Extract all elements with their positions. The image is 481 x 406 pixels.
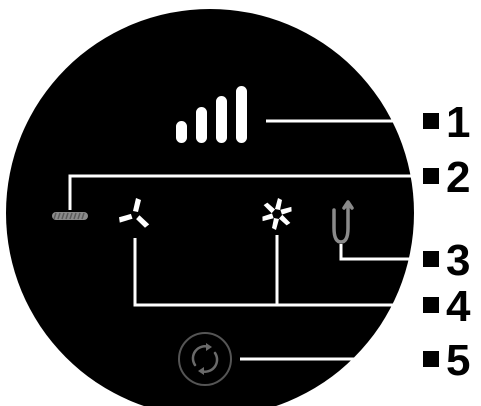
callout-number-1: 1 bbox=[446, 98, 470, 147]
reset-button[interactable] bbox=[178, 332, 232, 386]
callout-marker-3 bbox=[423, 251, 439, 267]
display-panel bbox=[6, 9, 414, 406]
leader-line-4 bbox=[133, 238, 421, 307]
fan-three-blade-icon bbox=[119, 198, 150, 228]
callout-marker-2 bbox=[423, 168, 439, 184]
callout-number-2: 2 bbox=[446, 153, 470, 202]
signal-bars-icon bbox=[176, 86, 247, 143]
circular-arrows-icon bbox=[191, 345, 219, 373]
heating-coil-icon bbox=[52, 212, 88, 220]
callout-marker-1 bbox=[423, 113, 439, 129]
callout-marker-5 bbox=[423, 351, 439, 367]
leader-line-3 bbox=[339, 244, 421, 261]
callout-number-5: 5 bbox=[446, 336, 470, 385]
u-bend-pipe-icon bbox=[332, 200, 354, 244]
callout-marker-4 bbox=[423, 297, 439, 313]
callout-number-4: 4 bbox=[446, 282, 471, 331]
callout-number-3: 3 bbox=[446, 236, 470, 285]
leader-line-2 bbox=[68, 174, 421, 210]
fan-six-blade-icon bbox=[262, 198, 292, 230]
